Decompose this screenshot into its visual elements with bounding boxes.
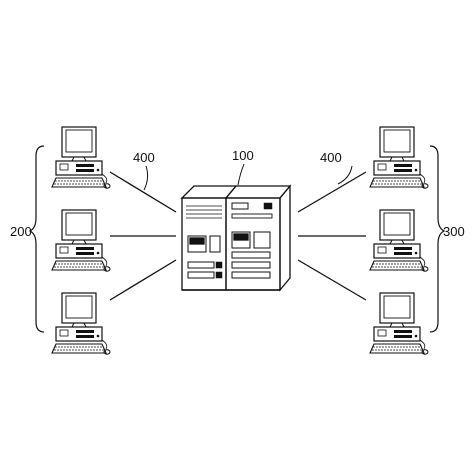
server-label: 100 bbox=[232, 148, 254, 163]
link-right-bottom bbox=[297, 259, 367, 301]
link-left-label: 400 bbox=[133, 150, 155, 165]
workstation-icon-left-2 bbox=[51, 209, 111, 272]
client-group-left: 200 bbox=[10, 126, 111, 355]
server-leader-line bbox=[237, 163, 245, 186]
left-group-brace bbox=[28, 145, 45, 333]
workstation-icon-left-1 bbox=[51, 126, 111, 189]
client-group-left-label: 200 bbox=[10, 224, 32, 239]
workstation-icon-right-2 bbox=[369, 209, 429, 272]
client-group-right-label: 300 bbox=[443, 224, 465, 239]
link-right-label: 400 bbox=[320, 150, 342, 165]
link-left-bottom bbox=[109, 259, 177, 301]
workstation-icon-right-1 bbox=[369, 126, 429, 189]
network-links bbox=[109, 171, 367, 301]
link-right-leader-line bbox=[337, 165, 353, 185]
workstation-icon-right-3 bbox=[369, 292, 429, 355]
link-left-top bbox=[109, 171, 177, 213]
client-group-right: 300 bbox=[369, 126, 465, 355]
link-left-leader-line bbox=[143, 165, 149, 191]
server-icon bbox=[180, 184, 292, 292]
right-group-brace bbox=[429, 145, 446, 333]
workstation-icon-left-3 bbox=[51, 292, 111, 355]
link-right-top bbox=[297, 171, 367, 213]
